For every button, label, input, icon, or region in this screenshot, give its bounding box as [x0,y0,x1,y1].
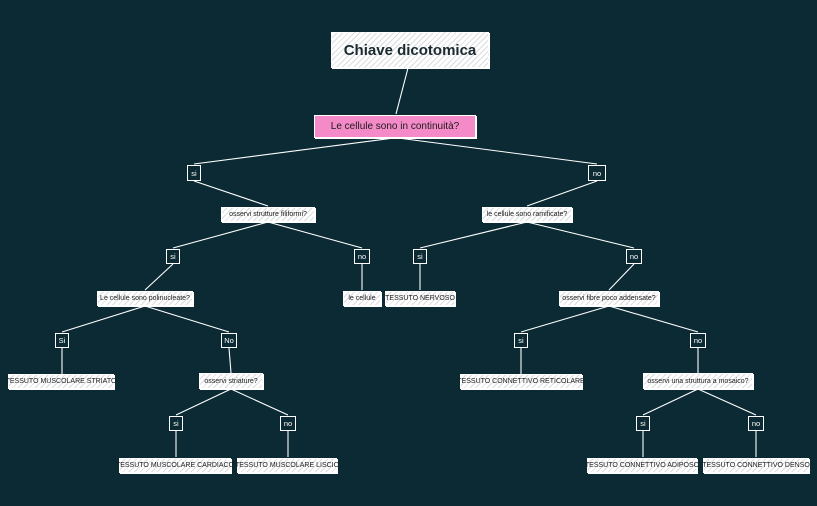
answer-no-ramificate: no [626,249,642,264]
leaf-muscolare-cardiaco: TESSUTO MUSCOLARE CARDIACO [116,458,234,473]
answer-si-mosaico: si [636,416,650,431]
leaf-muscolare-striato: TESSUTO MUSCOLARE STRIATO [6,374,116,389]
question-filiformi-node: osservi strutture filiformi? [221,207,315,222]
answer-si-striature: si [169,416,183,431]
leaf-connettivo-reticolare: TESSUTO CONNETTIVO RETICOLARE [457,374,585,389]
answer-si-ramificate: si [413,249,427,264]
leaf-connettivo-adiposo: TESSUTO CONNETTIVO ADIPOSO [585,458,699,473]
question-ramificate-node: le cellule sono ramificate? [482,207,572,222]
leaf-muscolare-liscio: TESSUTO MUSCOLARE LISCIO [235,458,339,473]
root-question-node: Le cellule sono in continuità? [314,115,476,138]
answer-si-filiformi: si [166,249,180,264]
answer-no-polinucleate: No [221,333,237,348]
answer-no-root: no [588,165,606,181]
answer-no-striature: no [280,416,296,431]
answer-si-polinucleate: Si [55,333,69,348]
leaf-le-cellule: le cellule [343,291,381,306]
diagram-title: Chiave dicotomica [331,32,489,68]
question-polinucleate-node: Le cellule sono polinucleate? [97,291,193,306]
answer-si-root: si [187,165,201,181]
leaf-connettivo-denso: TESSUTO CONNETTIVO DENSO [702,458,810,473]
answer-no-mosaico: no [748,416,764,431]
answer-no-fibre: no [690,333,706,348]
answer-si-fibre: si [514,333,528,348]
answer-no-filiformi: no [354,249,370,264]
question-fibre-node: osservi fibre poco addensate? [559,291,659,306]
question-mosaico-node: osservi una struttura a mosaico? [643,373,753,389]
question-striature-node: osservi striature? [199,373,263,389]
leaf-tessuto-nervoso: TESSUTO NERVOSO [385,291,455,306]
